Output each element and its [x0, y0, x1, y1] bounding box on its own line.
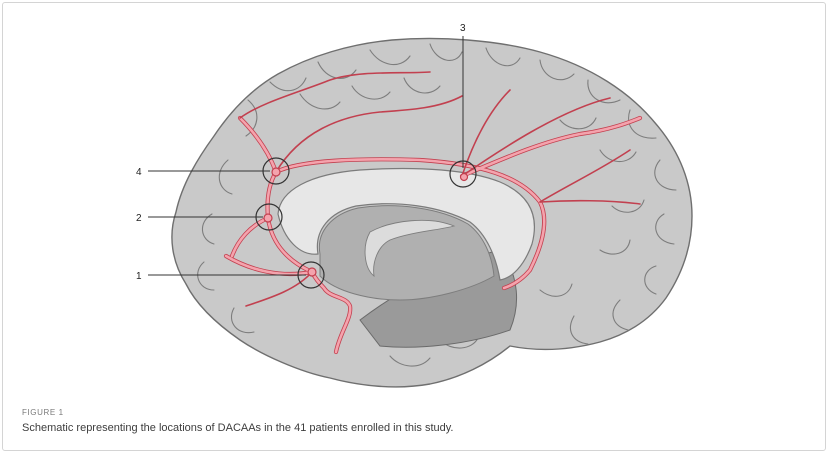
callout-leaders: [148, 36, 464, 276]
brain-schematic: 1 2 3 4: [136, 23, 693, 388]
lateral-ventricle: [318, 205, 495, 301]
callout-number-4: 4: [136, 167, 142, 178]
figure-label: FIGURE 1: [22, 408, 64, 417]
callout-number-3: 3: [460, 23, 466, 34]
fornix: [364, 219, 456, 278]
figure-caption: Schematic representing the locations of …: [22, 422, 454, 434]
callout-circles: [255, 157, 477, 289]
corpus-callosum: [277, 167, 536, 281]
callout-number-1: 1: [136, 271, 142, 282]
callout-number-2: 2: [136, 213, 142, 224]
